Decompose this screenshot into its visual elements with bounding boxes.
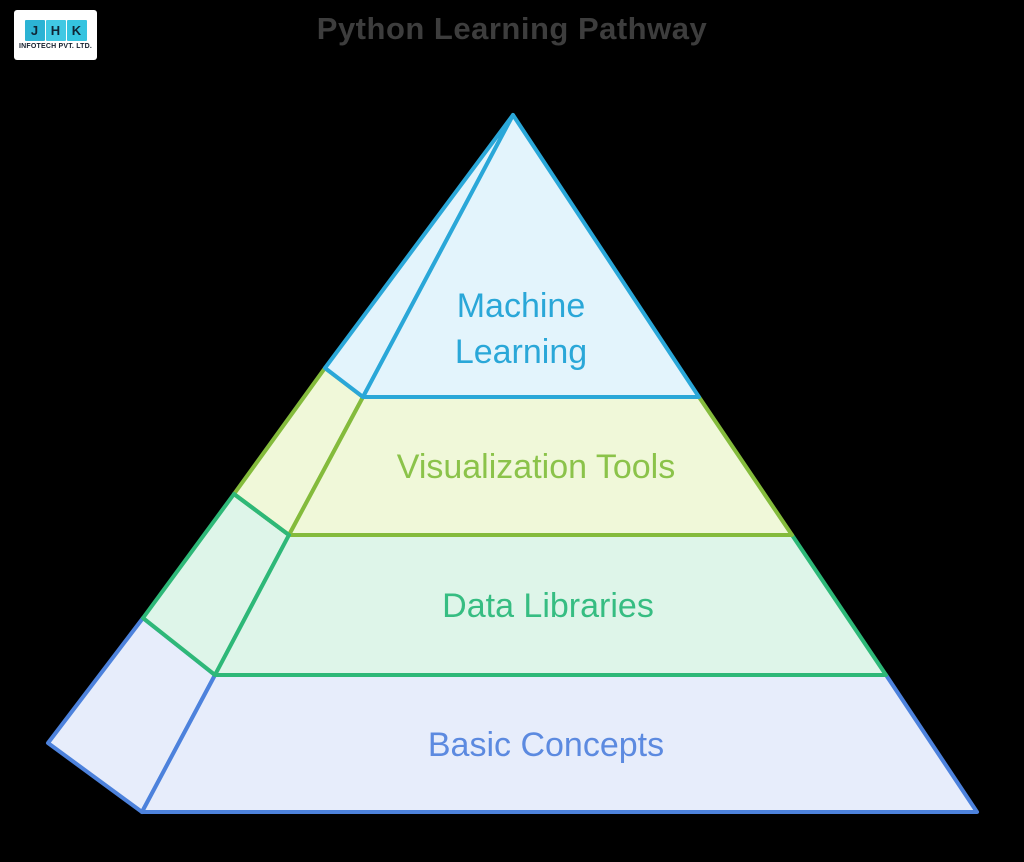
pyramid-level-machine-learning-front-face [361,113,701,399]
logo-letter-k: K [66,20,87,41]
logo-letter-j: J [24,20,45,41]
page-title: Python Learning Pathway [316,11,708,46]
machine-learning-label-line2: Learning [455,333,587,371]
company-logo: J H K INFOTECH PVT. LTD. [14,10,97,60]
logo-letter-tiles: J H K [24,20,87,41]
data-libraries-label: Data Libraries [442,587,654,625]
logo-caption: INFOTECH PVT. LTD. [18,43,93,50]
machine-learning-label-line1: Machine [457,287,586,325]
side-face-boundary-visualization-data [232,492,291,537]
basic-concepts-label: Basic Concepts [428,726,664,764]
logo-letter-h: H [45,20,66,41]
visualization-tools-label: Visualization Tools [397,448,675,486]
